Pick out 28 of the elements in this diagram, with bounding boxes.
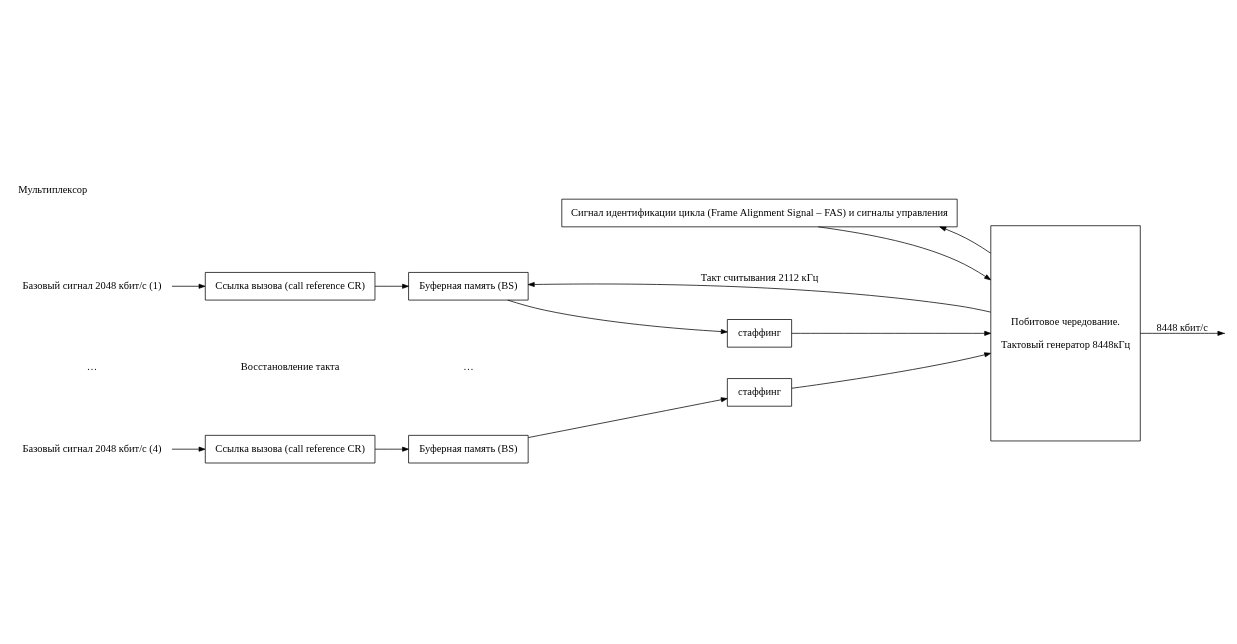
node-box: Побитовое чередование. Тактовый генератор 8448кГц [990,224,1141,441]
arrow [528,396,728,438]
node-box: стаффинг [726,318,792,348]
arrow [939,226,991,254]
label: … [86,360,98,372]
arrow [817,225,991,280]
node-box: стаффинг [726,377,792,407]
arrow [171,446,206,452]
arrow [791,330,991,336]
node-box: Сигнал идентификации цикла (Frame Alignment Signal – FAS) и сигналы управления [561,198,958,227]
label: Восстановление такта [240,360,340,372]
label: … [463,360,474,372]
arrow [527,281,991,312]
diagram-title: Мультиплексор [18,183,88,195]
arrow [374,446,409,452]
node-box: Ссылка вызова (call reference CR) [204,271,376,300]
node-text: Базовый сигнал 2048 кбит/с (1) [22,279,162,291]
arrow [791,351,991,389]
arrow [374,283,409,289]
node-box: Буферная память (BS) [408,271,529,300]
edge-label: Такт считывания 2112 кГц [700,271,819,283]
edge-label: 8448 кбит/с [1156,321,1208,332]
arrow [507,299,728,334]
arrow [1139,330,1225,336]
node-text: Базовый сигнал 2048 кбит/с (4) [22,442,162,454]
node-box: Буферная память (BS) [408,434,529,463]
node-box: Ссылка вызова (call reference CR) [204,434,376,463]
arrow [171,283,206,289]
